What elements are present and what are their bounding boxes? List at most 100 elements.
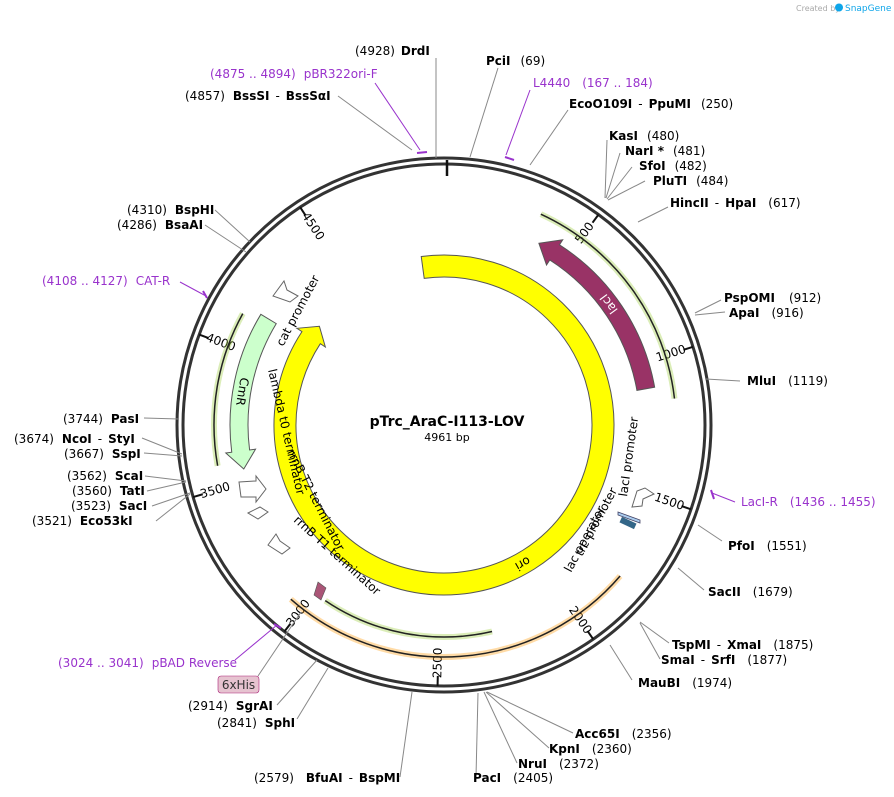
- feature-cmr: [224, 313, 277, 470]
- feature-ori: [273, 254, 615, 596]
- site-pasi: (3744)PasI: [63, 412, 139, 426]
- 6xhis-label: 6xHis: [222, 678, 255, 692]
- tick-label-2500: 2500: [430, 647, 445, 678]
- primer-labels: (4875 .. 4894)pBR322ori-F L4440(167 .. 1…: [42, 67, 876, 670]
- rrnb-t1-arrow: [267, 533, 291, 555]
- plasmid-name: pTrc_AraC-I113-LOV: [370, 414, 525, 430]
- leader-sacii: [677, 567, 705, 591]
- feature-laci: [538, 239, 656, 391]
- site-hincii: HincII-HpaI(617): [670, 196, 801, 210]
- leader-pspomi: [694, 299, 722, 314]
- site-labels: (4928)DrdI PciI(69) EcoO109I-PpuMI(250) …: [14, 44, 828, 785]
- site-bsaai: (4286)BsaAI: [117, 218, 203, 232]
- trc-promoter-glyph: [617, 511, 641, 524]
- tick-2000: [586, 630, 595, 640]
- lac-operator-block: [619, 516, 637, 530]
- 6xhis-feature-glyph: [313, 581, 327, 601]
- tick-label-3500: 3500: [198, 479, 231, 501]
- green-lower-arc: [324, 599, 493, 638]
- site-mlui: MluI(1119): [747, 374, 828, 388]
- cmr-orientation-arc: [213, 313, 244, 466]
- leader-sspi: [143, 452, 183, 457]
- site-acc65i: Acc65I(2356): [575, 727, 672, 741]
- site-ncoi: (3674)NcoI-StyI: [14, 432, 135, 446]
- site-pcii: PciI(69): [486, 54, 545, 68]
- site-kpni: KpnI(2360): [549, 742, 632, 756]
- leader-pbr322ori: [374, 82, 421, 151]
- site-saci: (3523)SacI: [71, 499, 147, 513]
- orange-orientation-arc: [290, 575, 621, 658]
- leader-sgrai: [276, 659, 318, 706]
- leader-sphi: [296, 667, 329, 720]
- site-sgrai: (2914)SgrAI: [188, 699, 273, 713]
- site-tspmi: TspMI-XmaI(1875): [672, 638, 813, 652]
- leader-catr: [179, 281, 207, 297]
- site-pfoi: PfoI(1551): [728, 539, 807, 553]
- tick-3500: [192, 493, 204, 498]
- site-scai: (3562)ScaI: [67, 469, 143, 483]
- tick-3000: [283, 622, 292, 633]
- leader-lacir: [711, 492, 736, 503]
- leader-tspmi: [639, 621, 670, 644]
- leader-maubi: [609, 644, 633, 681]
- primer-l4440: L4440(167 .. 184): [533, 76, 653, 90]
- small-features: [238, 279, 656, 555]
- primer-catr: (4108 .. 4127)CAT-R: [42, 274, 170, 288]
- cat-promoter-arrow: [272, 279, 299, 303]
- site-nari: NarI *(481): [625, 144, 705, 158]
- leader-pbad: [234, 624, 278, 661]
- site-sfoi: SfoI(482): [639, 159, 707, 173]
- site-kasi: KasI(480): [609, 129, 679, 143]
- credit-brand: SnapGene: [845, 4, 892, 14]
- rrnb-t2-arrow: [246, 506, 269, 520]
- laci-promoter-label: lacI promoter: [616, 416, 641, 498]
- tick-label-4500: 4500: [299, 210, 328, 243]
- site-eco53ki: (3521)Eco53kI: [32, 514, 133, 528]
- laci-orientation-arc: [540, 213, 676, 399]
- site-sspi: (3667)SspI: [64, 447, 141, 461]
- tick-label-1500: 1500: [653, 490, 686, 513]
- laci-promoter-arrow: [631, 487, 656, 508]
- snapgene-logo-icon: [835, 3, 843, 12]
- primer-pbad: (3024 .. 3041)pBAD Reverse: [58, 656, 237, 670]
- leader-bsaai: [204, 224, 247, 253]
- site-tati: (3560)TatI: [72, 484, 145, 498]
- site-smai: SmaI-SrfI(1877): [661, 653, 787, 667]
- backbone-inner-ring: [181, 162, 707, 688]
- leader-eco53ki: [155, 493, 191, 522]
- primer-lacir: LacI-R(1436 .. 1455): [741, 495, 876, 509]
- leader-acc65i: [486, 691, 574, 734]
- tick-500: [591, 214, 600, 224]
- tick-4500: [299, 206, 307, 217]
- leader-mlui: [705, 378, 741, 382]
- site-pluti: PluTI(484): [653, 174, 728, 188]
- site-paci: PacI(2405): [473, 771, 553, 785]
- backbone-outer-ring: [175, 156, 713, 694]
- site-bfuai: (2579)BfuAI-BspMI: [254, 771, 400, 785]
- tick-1000: [683, 345, 694, 351]
- leader-pfoi: [697, 524, 723, 542]
- tick-4000: [198, 333, 209, 340]
- leader-paci: [475, 692, 479, 778]
- leader-pasi: [143, 417, 180, 420]
- site-apai: ApaI(916): [729, 306, 804, 320]
- green-lower-arc-glow: [323, 598, 493, 640]
- leader-eco0109i: [529, 109, 569, 166]
- leader-kasi: [604, 139, 608, 199]
- leader-pcii: [469, 67, 499, 158]
- plasmid-size: 4961 bp: [424, 431, 469, 444]
- site-bsssi: (4857)BssSI-BssSαI: [185, 89, 331, 103]
- feature-label-ori: ori: [513, 554, 533, 574]
- site-sacii: SacII(1679): [708, 585, 793, 599]
- site-nrui: NruI(2372): [518, 757, 599, 771]
- lambda-terminator-arrow: [238, 474, 267, 504]
- 6xhis-badge: [217, 675, 260, 694]
- leader-bfuai: [399, 691, 413, 778]
- leader-6xhis: [257, 611, 302, 677]
- leader-hincii: [637, 206, 669, 223]
- primer-marks: [202, 151, 715, 629]
- site-eco0109i: EcoO109I-PpuMI(250): [569, 97, 733, 111]
